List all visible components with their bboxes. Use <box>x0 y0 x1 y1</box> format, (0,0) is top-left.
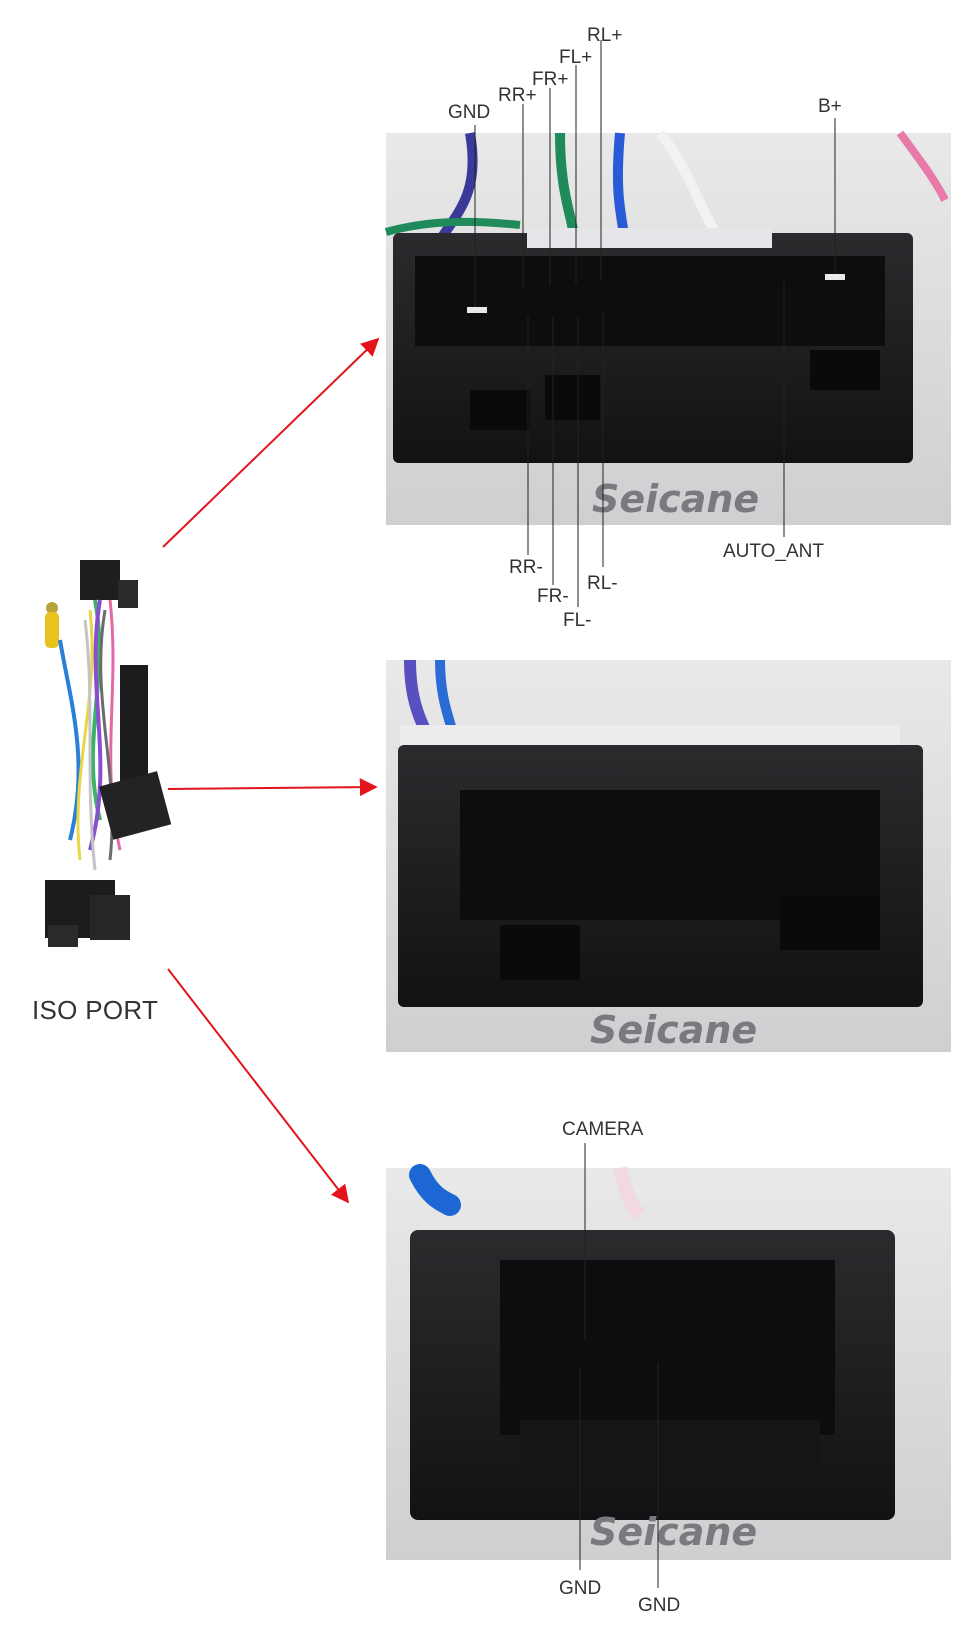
iso-port-label: ISO PORT <box>32 995 158 1025</box>
pin-label-gnd-right: GND <box>638 1595 680 1616</box>
pin-label-fr-plus: FR+ <box>532 69 568 90</box>
pin-label-b-plus: B+ <box>818 96 842 117</box>
pin-label-fl-plus: FL+ <box>559 47 592 68</box>
pin-label-fr-minus: FR- <box>537 586 569 607</box>
bottom-connector-photo: Seicane <box>386 1164 951 1560</box>
pin-label-fl-minus: FL- <box>563 610 592 631</box>
middle-connector-photo: Seicane <box>386 659 951 1052</box>
pin-label-auto-ant: AUTO_ANT <box>723 541 824 562</box>
pin-marker-b-plus <box>825 274 845 280</box>
arrow-to-top-connector <box>162 337 380 548</box>
pin-marker-gnd <box>467 307 487 313</box>
pin-label-gnd-top: GND <box>448 102 490 123</box>
bottom-leader-lines <box>579 1143 659 1588</box>
pin-label-camera: CAMERA <box>562 1119 644 1140</box>
pin-label-rl-plus: RL+ <box>587 25 622 46</box>
watermark-bottom: Seicane <box>590 1510 757 1554</box>
watermark-top: Seicane <box>592 477 759 521</box>
arrow-to-bottom-connector <box>167 968 350 1204</box>
top-leader-lines <box>474 40 836 607</box>
wire-harness-photo <box>45 560 172 947</box>
top-pin-markers <box>467 274 845 313</box>
top-connector-photo: Seicane <box>384 129 951 525</box>
arrow-to-middle-connector <box>167 778 378 797</box>
pin-label-rl-minus: RL- <box>587 573 618 594</box>
pin-label-gnd-left: GND <box>559 1578 601 1599</box>
pin-label-rr-plus: RR+ <box>498 85 537 106</box>
pin-labels: RL+ FL+ FR+ RR+ GND B+ RR- FR- FL- RL- A… <box>448 25 842 1616</box>
pin-label-rr-minus: RR- <box>509 557 543 578</box>
watermark-middle: Seicane <box>590 1008 757 1052</box>
